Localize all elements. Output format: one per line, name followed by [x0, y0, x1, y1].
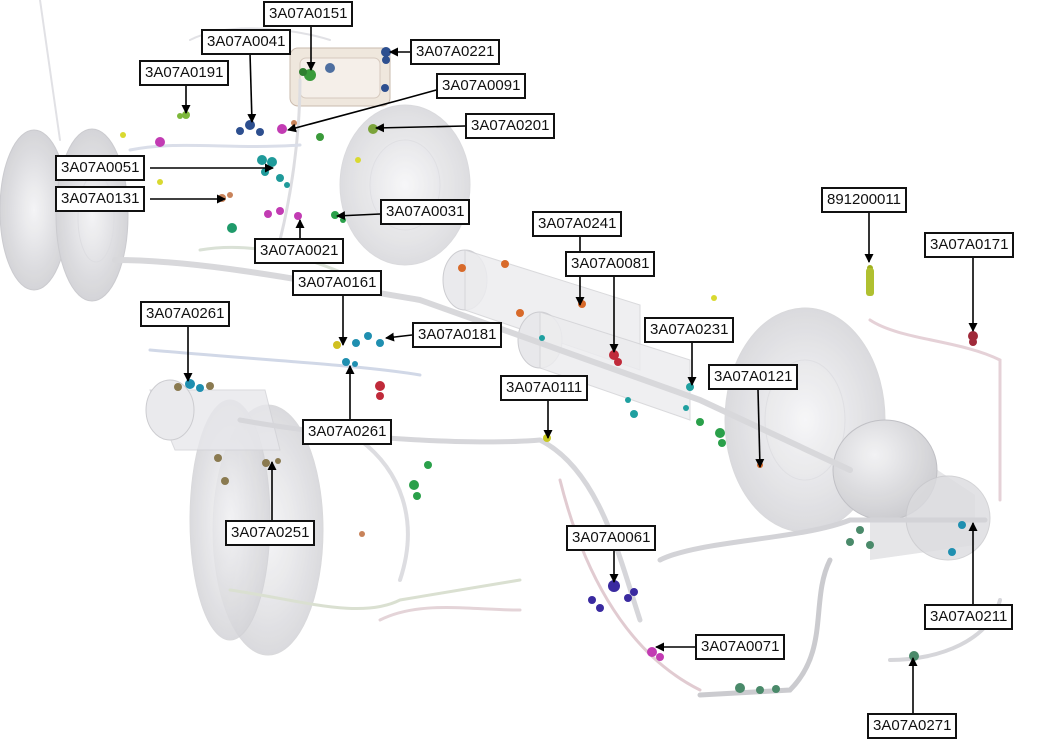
- callout-label: 3A07A0251: [225, 520, 316, 546]
- callout-label: 3A07A0151: [263, 1, 354, 27]
- air-tank: [832, 419, 991, 561]
- callout-label: 3A07A0271: [867, 713, 958, 739]
- callout-label: 3A07A0061: [566, 525, 657, 551]
- callout-label: 3A07A0181: [412, 322, 503, 348]
- callout-label: 3A07A0241: [532, 211, 623, 237]
- callout-label: 3A07A0111: [500, 375, 589, 401]
- callout-label: 3A07A0261: [140, 301, 231, 327]
- callout-label: 3A07A0131: [55, 186, 146, 212]
- leader-c17: [385, 332, 413, 342]
- leader-c19: [755, 389, 765, 468]
- component-group-lower: [174, 379, 966, 694]
- callout-label: 3A07A0161: [292, 270, 383, 296]
- callout-label: 3A07A0041: [201, 29, 292, 55]
- callout-label: 3A07A0221: [410, 39, 501, 65]
- callout-label: 3A07A0211: [924, 604, 1014, 630]
- callout-label: 3A07A0031: [380, 199, 471, 225]
- callout-label: 3A07A0191: [139, 60, 230, 86]
- callout-label: 891200011: [821, 187, 907, 213]
- callout-label: 3A07A0201: [465, 113, 556, 139]
- chassis-background: [0, 0, 1002, 698]
- callout-label: 3A07A0051: [55, 155, 146, 181]
- callout-label: 3A07A0021: [254, 238, 345, 264]
- callout-label: 3A07A0231: [644, 317, 735, 343]
- leader-c05: [287, 88, 441, 133]
- callout-label: 3A07A0171: [924, 232, 1015, 258]
- callout-label: 3A07A0081: [565, 251, 656, 277]
- callout-label: 3A07A0261: [302, 419, 393, 445]
- leader-c09: [336, 211, 381, 221]
- front-right-wheel: [339, 104, 471, 266]
- leader-lines: [150, 25, 978, 713]
- callout-label: 3A07A0071: [695, 634, 786, 660]
- mid-tanks: [145, 249, 691, 451]
- leader-c02: [247, 52, 257, 123]
- callout-label: 3A07A0091: [436, 73, 527, 99]
- leader-c06: [375, 123, 466, 133]
- callout-label: 3A07A0121: [708, 364, 799, 390]
